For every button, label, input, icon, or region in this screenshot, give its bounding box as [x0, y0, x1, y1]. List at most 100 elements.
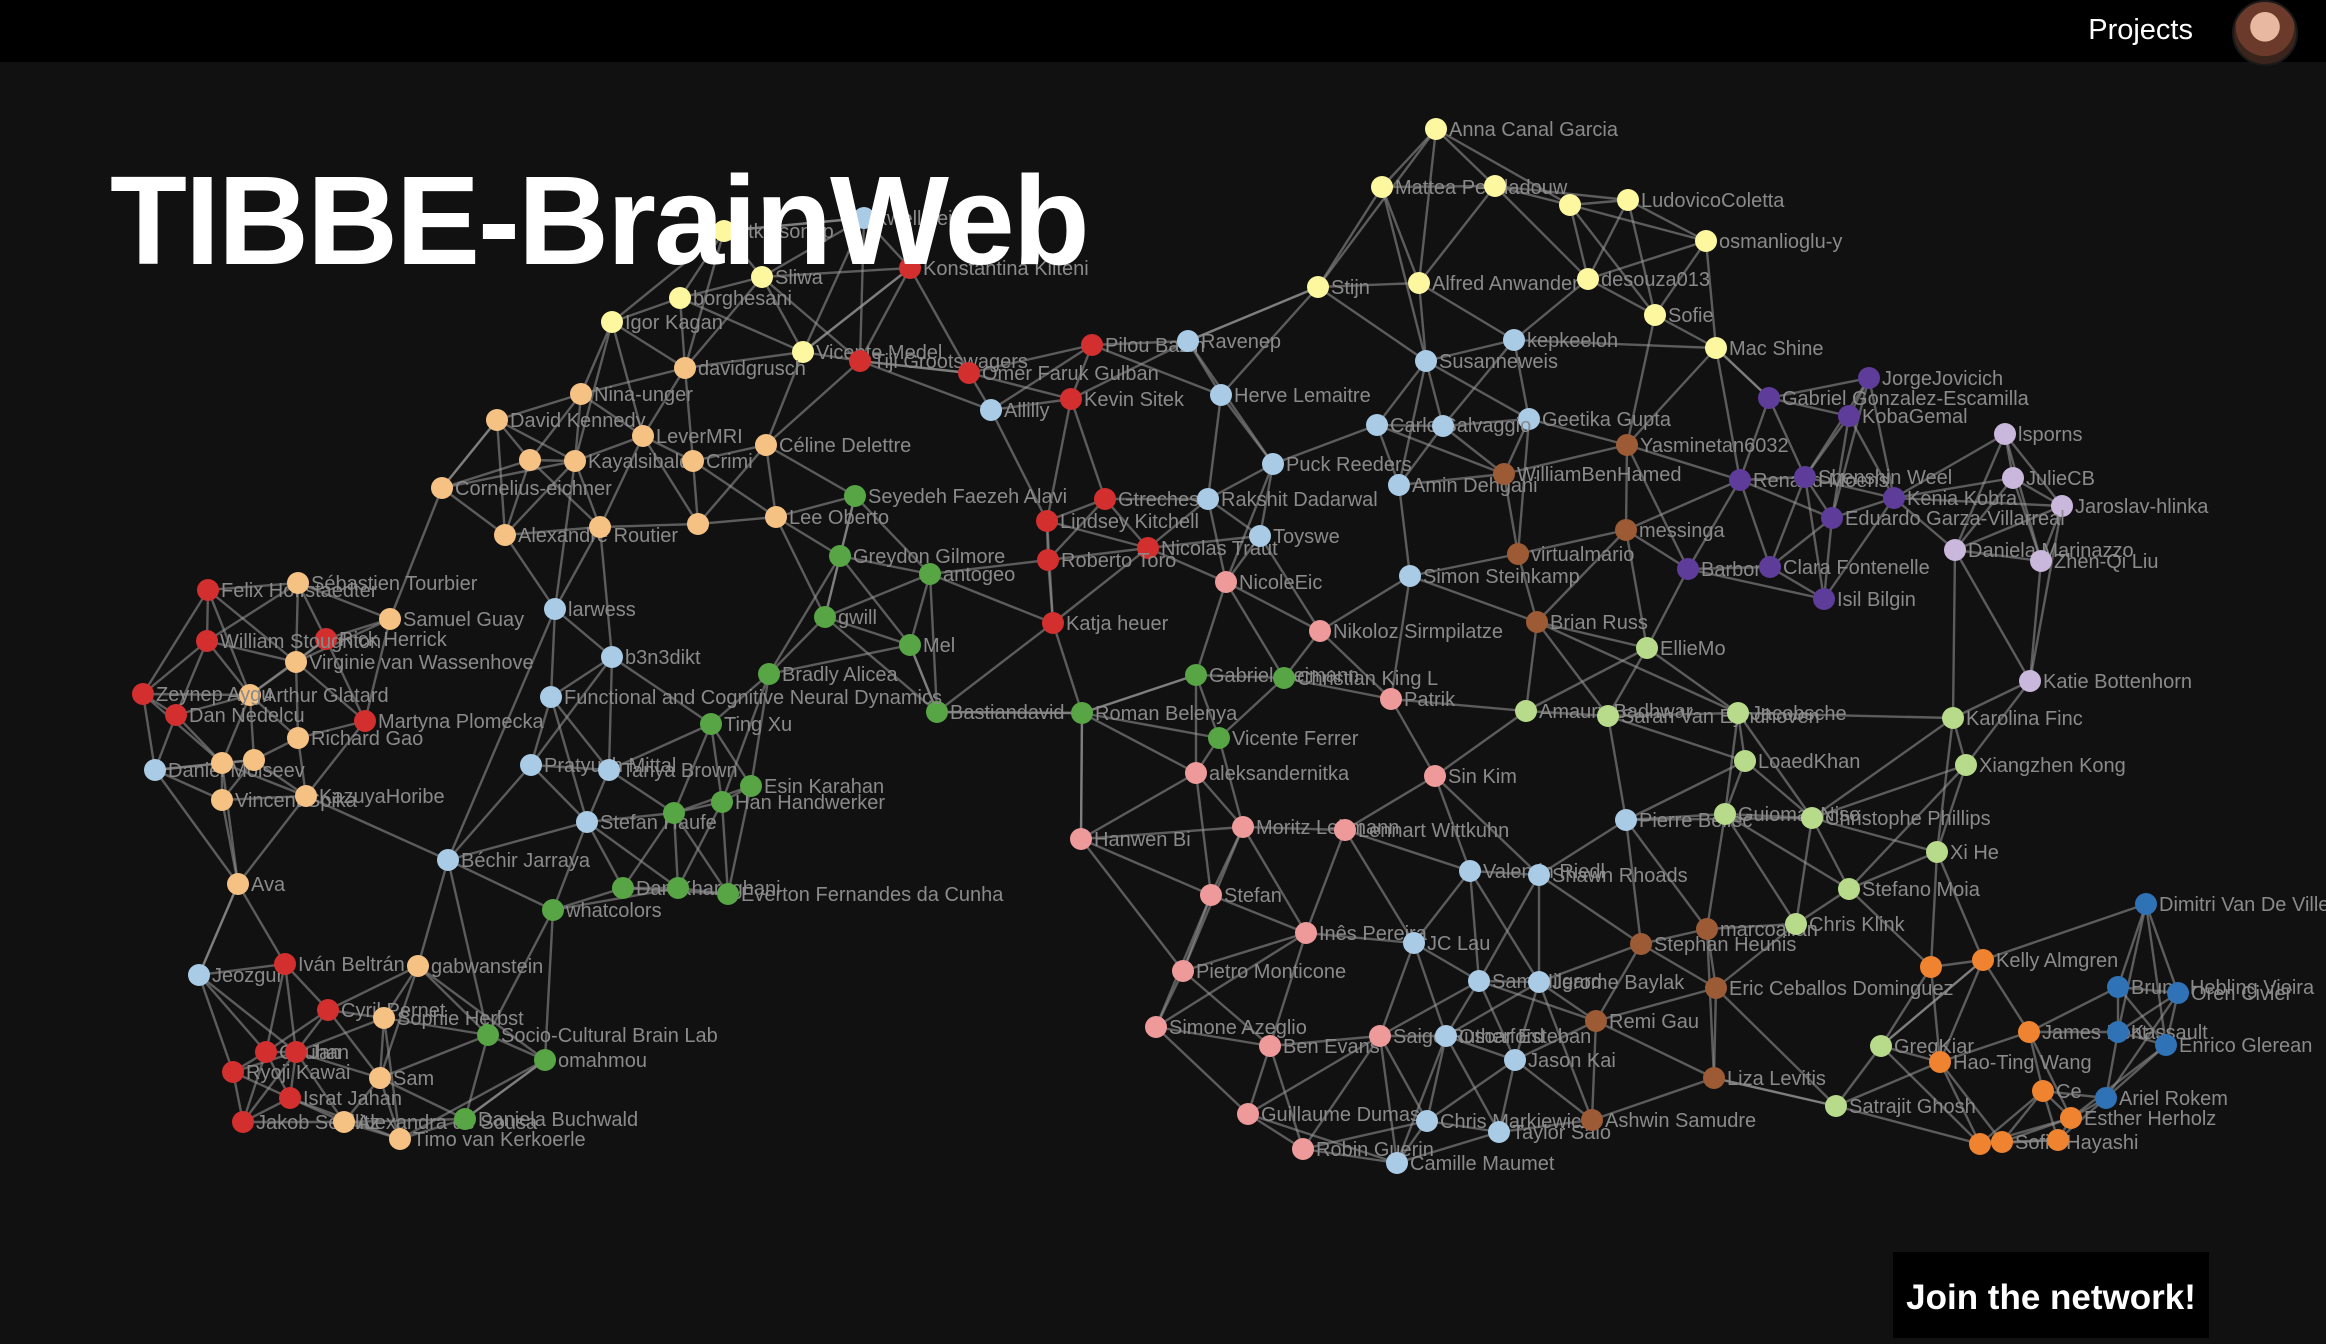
node-dot[interactable] [1060, 388, 1082, 410]
network-node[interactable]: Greydon Gilmore [829, 545, 1005, 568]
network-node[interactable]: Sébastien Tourbier [287, 572, 478, 595]
node-dot[interactable] [196, 630, 218, 652]
network-node[interactable]: Katja heuer [1042, 612, 1169, 635]
node-dot[interactable] [542, 899, 564, 921]
network-node[interactable]: Mattea Pendadouw [1371, 176, 1568, 199]
node-dot[interactable] [1070, 828, 1092, 850]
network-node[interactable]: gabwanstein [407, 955, 543, 978]
network-node[interactable]: Camille Maumet [1386, 1152, 1555, 1175]
network-node[interactable]: Saige Rutherford [1369, 1025, 1544, 1048]
node-dot[interactable] [1785, 913, 1807, 935]
user-avatar[interactable] [2232, 0, 2298, 66]
node-dot[interactable] [1870, 1035, 1892, 1057]
network-node[interactable]: Gtreches [1094, 488, 1199, 511]
node-dot[interactable] [740, 775, 762, 797]
node-dot[interactable] [674, 357, 696, 379]
network-node[interactable]: omahmou [534, 1049, 647, 1072]
network-node[interactable]: Daniel Moiseev [144, 759, 305, 782]
node-dot[interactable] [2167, 982, 2189, 1004]
node-dot[interactable] [2155, 1034, 2177, 1056]
network-node[interactable]: Remi Gau [1585, 1010, 1699, 1033]
node-dot[interactable] [1081, 334, 1103, 356]
node-dot[interactable] [1705, 977, 1727, 999]
node-dot[interactable] [407, 955, 429, 977]
network-node[interactable]: Ce [2032, 1080, 2082, 1103]
node-dot[interactable] [1515, 700, 1537, 722]
node-dot[interactable] [1504, 1049, 1526, 1071]
network-node[interactable]: Seyedeh Faezeh Alavi [844, 485, 1067, 508]
node-dot[interactable] [2032, 1080, 2054, 1102]
network-node[interactable]: Karolina Finc [1942, 707, 2083, 730]
network-node[interactable]: Zhen-Qi Liu [2030, 550, 2159, 573]
node-dot[interactable] [751, 266, 773, 288]
network-node[interactable]: Roman Belenya [1071, 702, 1238, 725]
network-node[interactable]: Arthur Glatard [239, 684, 389, 707]
node-dot[interactable] [1292, 1138, 1314, 1160]
node-dot[interactable] [601, 311, 623, 333]
node-dot[interactable] [980, 399, 1002, 421]
node-dot[interactable] [1215, 571, 1237, 593]
node-dot[interactable] [1758, 387, 1780, 409]
node-dot[interactable] [1727, 702, 1749, 724]
network-node[interactable]: Sam [369, 1067, 434, 1090]
network-node[interactable]: JulieCB [2002, 467, 2095, 490]
node-dot[interactable] [711, 791, 733, 813]
node-dot[interactable] [1507, 543, 1529, 565]
network-node[interactable]: Barbora [1677, 558, 1773, 581]
network-node[interactable]: Inês Pereira [1295, 922, 1428, 945]
node-dot[interactable] [1366, 414, 1388, 436]
network-node[interactable]: Susanneweis [1415, 350, 1558, 373]
network-node[interactable]: Alfred Anwander [1408, 272, 1579, 295]
node-dot[interactable] [544, 598, 566, 620]
network-node[interactable]: Hao-Ting Wang [1929, 1051, 2092, 1074]
node-dot[interactable] [632, 425, 654, 447]
node-dot[interactable] [494, 524, 516, 546]
node-dot[interactable] [1991, 1131, 2013, 1153]
network-node[interactable]: Lennart Wittkuhn [1334, 819, 1509, 842]
node-dot[interactable] [2018, 1021, 2040, 1043]
network-node[interactable]: Vicente Medel [792, 341, 942, 364]
node-dot[interactable] [211, 789, 233, 811]
node-dot[interactable] [1729, 469, 1751, 491]
node-dot[interactable] [849, 350, 871, 372]
node-dot[interactable] [211, 752, 233, 774]
network-node[interactable]: Timo van Kerkoerle [389, 1128, 586, 1151]
node-dot[interactable] [1259, 1035, 1281, 1057]
network-node[interactable]: Moritz Lehmann [1232, 816, 1399, 839]
node-dot[interactable] [1644, 304, 1666, 326]
network-node[interactable] [1484, 175, 1506, 197]
node-dot[interactable] [765, 506, 787, 528]
network-node[interactable]: Stefan Haufe [576, 811, 717, 834]
node-dot[interactable] [919, 563, 941, 585]
node-dot[interactable] [1399, 565, 1421, 587]
network-node[interactable]: Kevin Sitek [1060, 388, 1185, 411]
node-dot[interactable] [1581, 1109, 1603, 1131]
node-dot[interactable] [1386, 1152, 1408, 1174]
node-dot[interactable] [255, 1041, 277, 1063]
node-dot[interactable] [1493, 463, 1515, 485]
network-node[interactable]: Amin Dehgani [1388, 474, 1538, 497]
node-dot[interactable] [1597, 705, 1619, 727]
node-dot[interactable] [285, 651, 307, 673]
network-node[interactable]: Israt Jahan [279, 1087, 402, 1110]
node-dot[interactable] [1425, 118, 1447, 140]
network-node[interactable]: Rick Herrick [315, 628, 448, 651]
node-dot[interactable] [1821, 507, 1843, 529]
node-dot[interactable] [1273, 667, 1295, 689]
node-dot[interactable] [2019, 670, 2041, 692]
network-node[interactable]: Bastiandavid [926, 701, 1065, 724]
network-node[interactable]: Sofie Hayashi [1991, 1131, 2138, 1154]
network-node[interactable]: Konstantina Kilteni [899, 257, 1089, 280]
node-dot[interactable] [2107, 1021, 2129, 1043]
node-dot[interactable] [2135, 893, 2157, 915]
network-node[interactable]: Bradly Alicea [758, 663, 898, 686]
node-dot[interactable] [1309, 620, 1331, 642]
node-dot[interactable] [1424, 765, 1446, 787]
network-node[interactable]: kepkeeloh [1503, 329, 1618, 352]
node-dot[interactable] [1416, 1110, 1438, 1132]
node-dot[interactable] [1759, 556, 1781, 578]
node-dot[interactable] [279, 1087, 301, 1109]
network-node[interactable]: Nina-unger [570, 383, 693, 406]
network-node[interactable]: Mel [899, 634, 955, 657]
network-node[interactable]: Shawn Rhoads [1528, 864, 1688, 887]
